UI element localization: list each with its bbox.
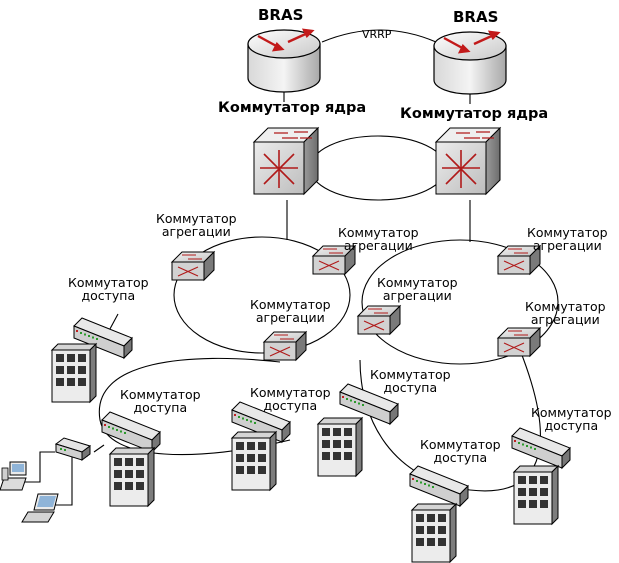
access-switch: [511, 427, 571, 469]
aggregation-switch: [171, 251, 215, 281]
building: [411, 503, 457, 563]
core-switch-left: [253, 127, 319, 195]
building: [51, 343, 97, 403]
aggregation-switch: [357, 305, 401, 335]
vrrp-label: VRRP: [362, 28, 392, 41]
building: [317, 417, 363, 477]
bras-label-right: BRAS: [453, 8, 499, 26]
core-switch-label-right: Коммутатор ядра: [400, 106, 549, 122]
access-switch: [409, 465, 469, 507]
building: [109, 447, 155, 507]
building: [513, 465, 559, 525]
core-switch-right: [435, 127, 501, 195]
home-switch: [54, 437, 92, 461]
laptop-icon: [21, 493, 59, 523]
core-switch-label-left: Коммутатор ядра: [218, 100, 367, 116]
access-switch: [101, 411, 161, 453]
bras-router-left: [246, 28, 322, 94]
building: [231, 431, 277, 491]
desktop-computer-icon: [0, 461, 27, 491]
aggregation-switch: [497, 327, 541, 357]
bras-label-left: BRAS: [258, 6, 304, 24]
aggregation-switch: [263, 331, 307, 361]
bras-router-right: [432, 30, 508, 96]
